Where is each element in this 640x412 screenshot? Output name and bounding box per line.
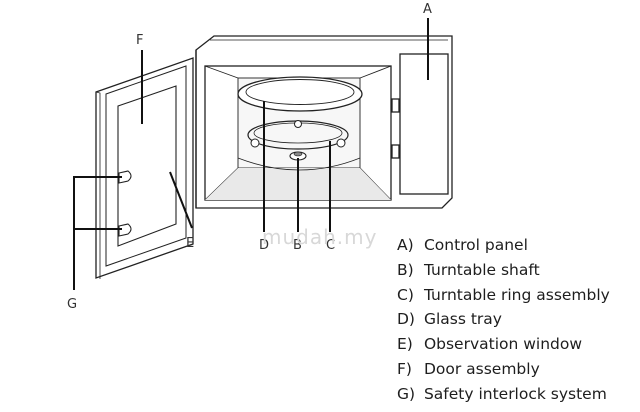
legend-text: Safety interlock system	[423, 384, 607, 403]
legend-item-d: D) Glass tray	[397, 307, 610, 332]
legend-item-f: F) Door assembly	[397, 357, 610, 382]
callout-c: C	[326, 238, 335, 253]
legend-key: C)	[397, 285, 414, 304]
microwave-body	[195, 35, 453, 209]
legend: A) Control panel B) Turntable shaft C) T…	[397, 233, 610, 407]
legend-item-c: C) Turntable ring assembly	[397, 283, 610, 308]
legend-text: Observation window	[423, 335, 583, 354]
watermark: mudah.my	[262, 225, 377, 249]
legend-key: B)	[397, 260, 414, 279]
legend-text: Door assembly	[423, 359, 540, 378]
legend-item-a: A) Control panel	[397, 233, 610, 258]
callout-f: F	[136, 33, 143, 48]
callout-a: A	[423, 2, 432, 17]
legend-key: E)	[397, 335, 413, 354]
callout-b: B	[293, 238, 302, 253]
legend-item-e: E) Observation window	[397, 332, 610, 357]
glass-tray	[237, 76, 363, 112]
legend-text: Control panel	[423, 236, 528, 254]
legend-key: G)	[397, 384, 416, 403]
leader-lines	[73, 18, 429, 290]
legend-text: Glass tray	[423, 310, 502, 329]
legend-key: F)	[397, 359, 412, 378]
legend-text: Turntable ring assembly	[423, 285, 610, 304]
turntable-shaft	[237, 151, 361, 171]
observation-window	[117, 85, 177, 247]
safety-interlock-hooks	[118, 170, 132, 237]
callout-d: D	[259, 238, 269, 253]
legend-text: Turntable shaft	[423, 260, 540, 279]
legend-key: A)	[397, 236, 414, 254]
legend-item-b: B) Turntable shaft	[397, 258, 610, 283]
legend-key: D)	[397, 310, 415, 329]
legend-item-g: G) Safety interlock system	[397, 382, 610, 407]
callout-g: G	[67, 297, 77, 312]
turntable-ring	[247, 120, 349, 150]
callout-e: E	[186, 236, 194, 251]
